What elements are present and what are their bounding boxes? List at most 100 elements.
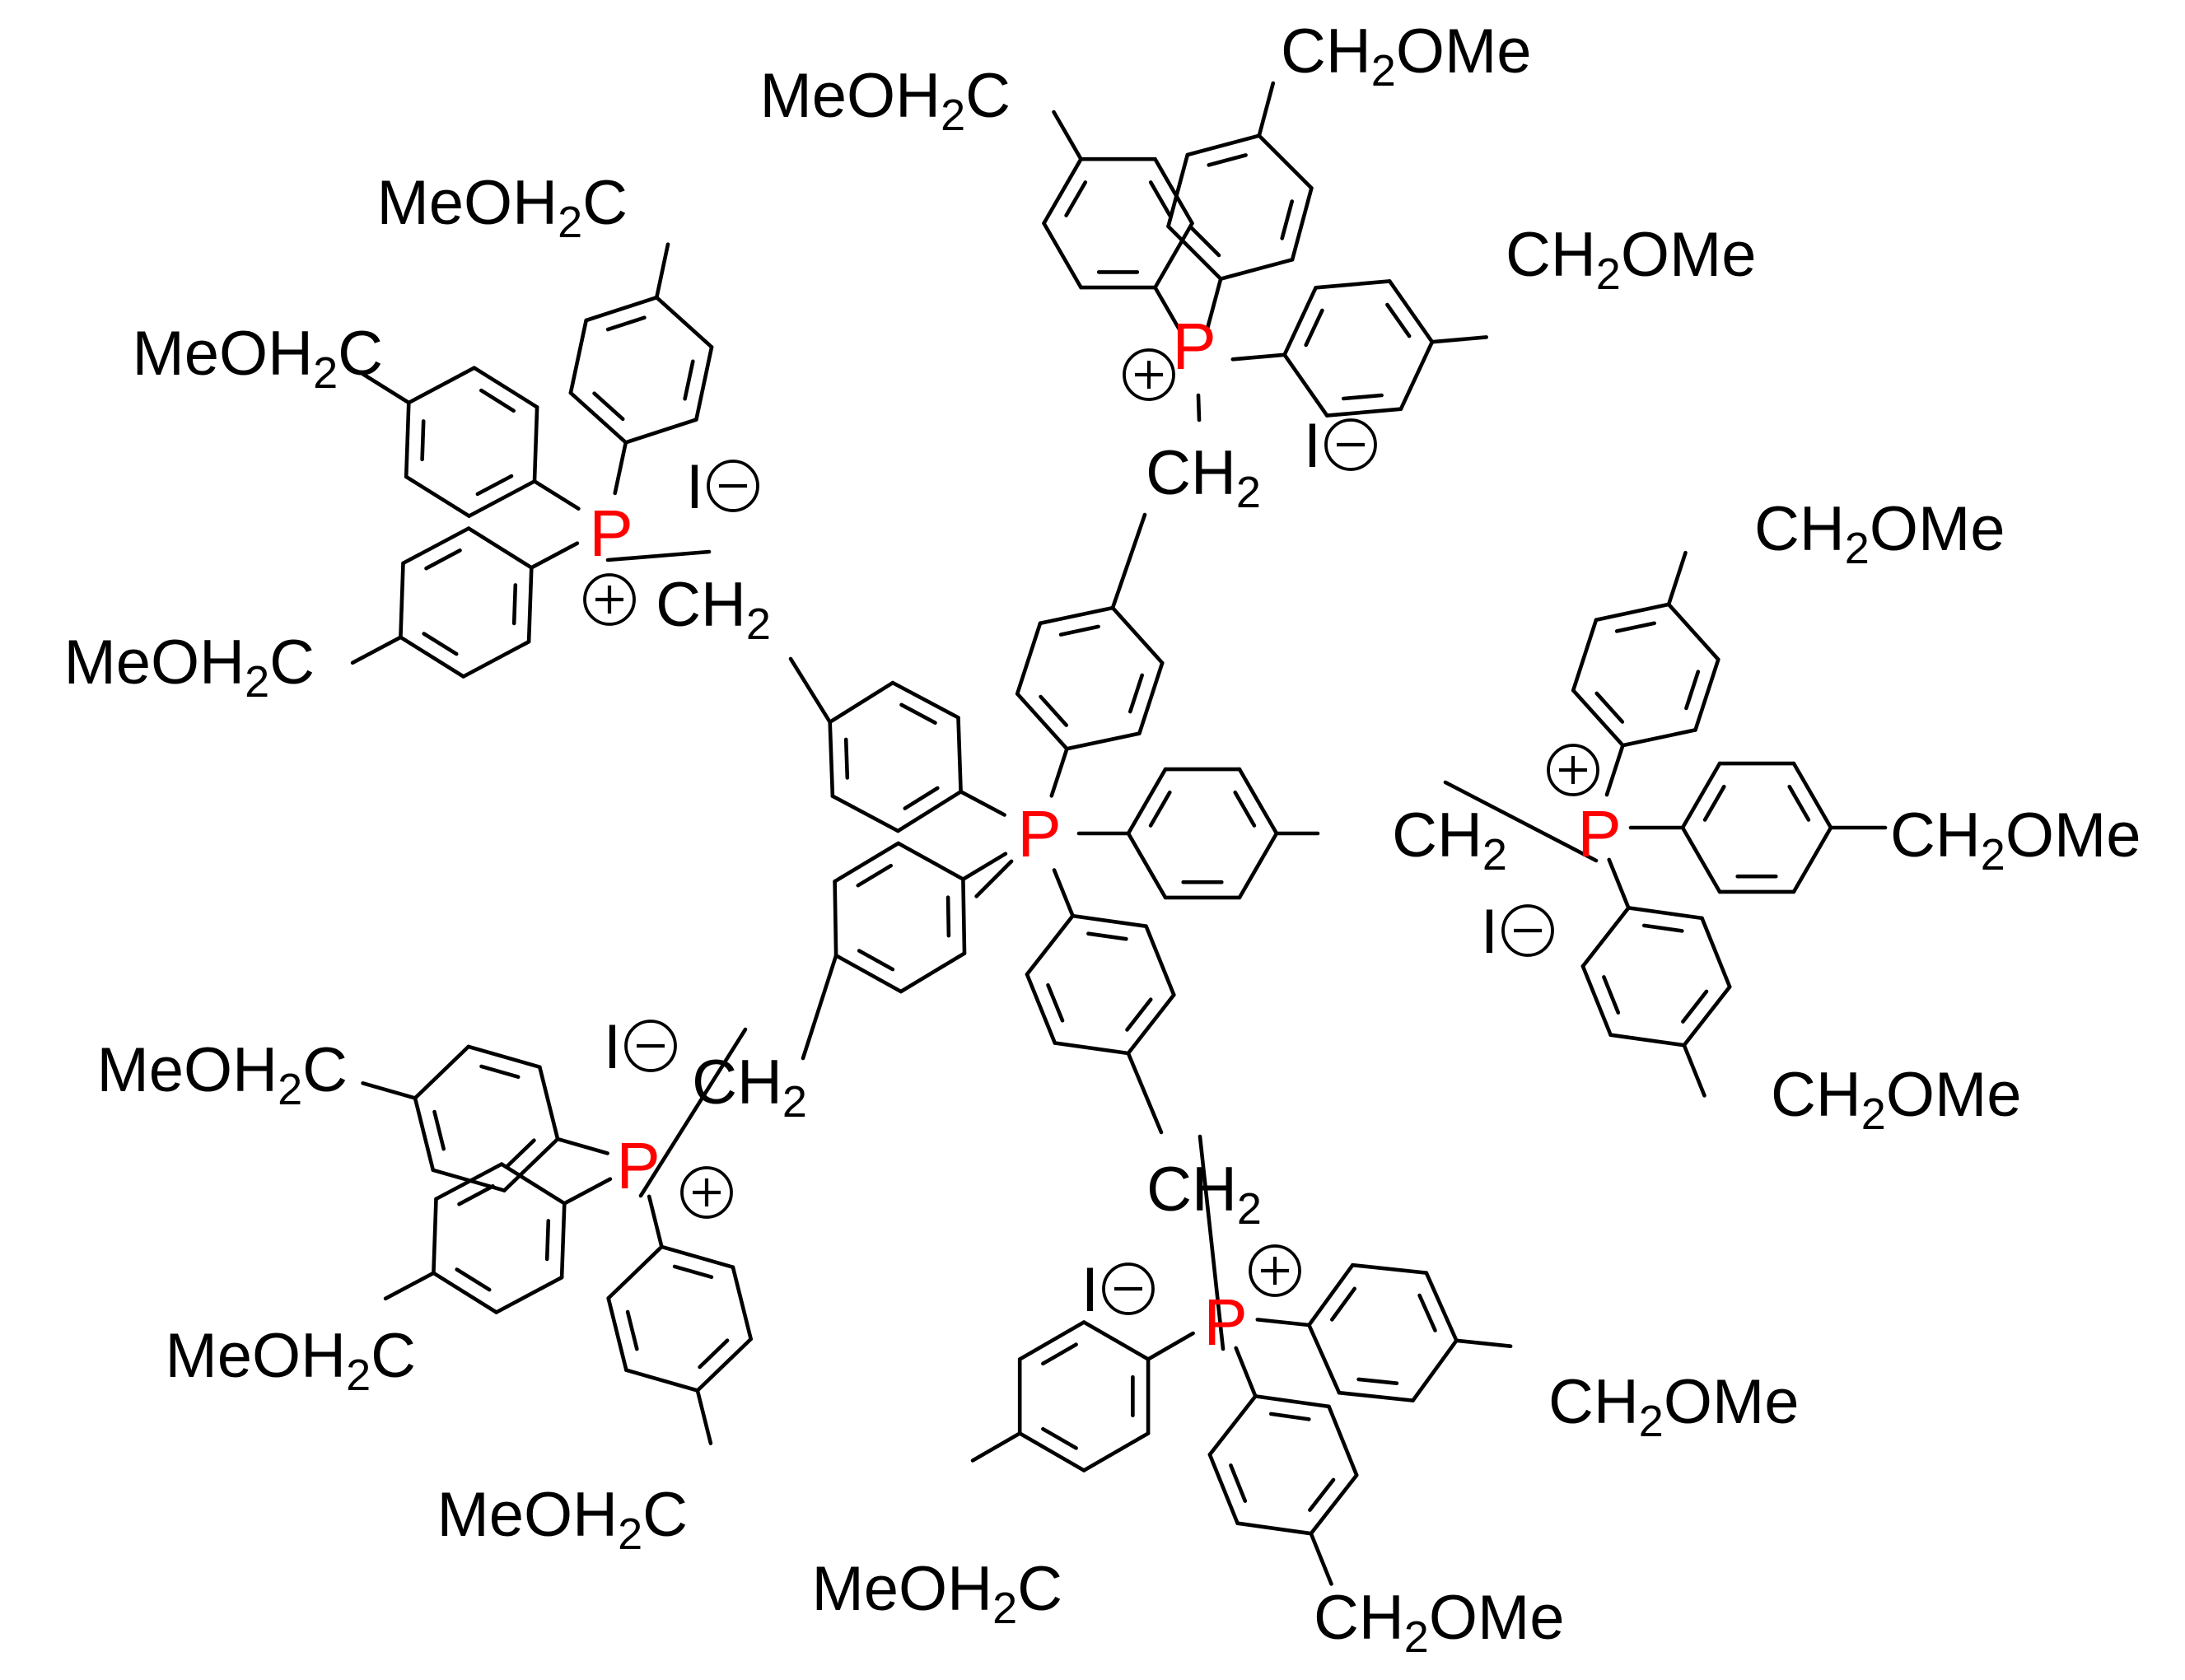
ring-bond [1126, 831, 1168, 900]
branch-3-arm-2-label: CH2OMe [1890, 800, 2141, 880]
ring-double-bond [1280, 199, 1294, 240]
ring-double-bond [945, 895, 951, 938]
ring-bond [1351, 1262, 1429, 1275]
p-aryl-bond [562, 1177, 613, 1206]
ring-double-bond [1356, 1377, 1399, 1385]
branch-2-positive-charge [583, 573, 636, 626]
ring-double-bond [903, 786, 940, 810]
ring-bond [695, 1337, 754, 1393]
ring-bond [1621, 728, 1697, 748]
ring-double-bond [479, 388, 516, 413]
ring-double-bond [457, 1184, 495, 1206]
ring-double-bond [1125, 997, 1153, 1032]
aryl-substituent-bond [1682, 1043, 1706, 1098]
methylene-p-bond [605, 549, 712, 562]
branch-4-arm-1-ring [413, 1044, 560, 1192]
branch-4-ch2-label: CH2 [692, 1048, 807, 1127]
branch-1-positive-charge [1123, 348, 1175, 401]
ring-bond [404, 474, 471, 518]
ring-bond [623, 418, 698, 445]
ring-bond [961, 877, 967, 955]
branch-1-iodide: I [1304, 411, 1377, 481]
ring-double-bond [592, 391, 625, 422]
ring-bond [1594, 602, 1671, 623]
branch-2-arm-2-label: MeOH2C [132, 319, 383, 398]
aryl-substituent-bond [1666, 550, 1688, 607]
branch-5-arm-1-label: CH2OMe [1548, 1367, 1800, 1446]
core-aryl-bond [974, 859, 1014, 898]
branch-1-arm-3-label: CH2OMe [1506, 220, 1757, 299]
branch-3-ch2-label: CH2 [1392, 800, 1507, 880]
ring-bond [1017, 1320, 1086, 1361]
ring-bond [660, 1244, 735, 1269]
ring-bond [828, 680, 895, 725]
ring-double-bond [1684, 670, 1701, 711]
aryl-substituent-bond [1454, 1338, 1513, 1348]
ring-bond [432, 1271, 499, 1314]
ring-bond [499, 1162, 567, 1206]
ring-bond [1110, 605, 1165, 665]
ring-bond [466, 1044, 542, 1069]
ring-double-bond [1207, 153, 1248, 167]
branch-4-arm-3-ring [606, 1244, 754, 1393]
ring-bond [833, 954, 903, 994]
iodine-symbol: I [604, 1012, 621, 1082]
ring-double-bond [424, 548, 462, 571]
branch-1-arm-1-ring [1042, 156, 1194, 290]
branch-4-inner-ring [833, 841, 967, 994]
ring-bond [1307, 1262, 1355, 1328]
methylene-p-bond [1443, 780, 1599, 863]
aryl-substituent-bond [361, 1081, 418, 1100]
ring-bond [828, 720, 835, 799]
ring-bond [1580, 906, 1631, 968]
branch-1-arm-2-label: CH2OMe [1281, 16, 1532, 96]
ring-methylene-bond [1110, 512, 1147, 610]
ring-double-bond [1148, 180, 1172, 217]
branch-1-phosphonium: P [1172, 310, 1216, 383]
ring-bond [406, 366, 477, 405]
ring-bond [1257, 133, 1314, 190]
ring-methylene-bond [801, 954, 838, 1061]
branch-3-inner-ring [1126, 767, 1279, 900]
ring-double-bond [1233, 790, 1257, 828]
branch-4-arm-1-label: MeOH2C [96, 1035, 348, 1114]
ring-double-bond [475, 474, 514, 497]
p-aryl-bond [532, 479, 581, 511]
branch-3-arm-1-label: CH2OMe [1754, 494, 2005, 573]
ring-double-bond [698, 1338, 730, 1370]
branch-3-arm-3-label: CH2OMe [1771, 1060, 2022, 1139]
aryl-substituent-bond [1430, 335, 1488, 344]
ring-double-bond [1058, 624, 1100, 637]
ring-bond [1282, 352, 1329, 418]
ring-bond [624, 1368, 700, 1393]
ring-bond [1290, 186, 1314, 262]
ring-double-bond [1304, 308, 1324, 348]
branch-3-arm-3-ring [1580, 906, 1732, 1048]
ring-bond [956, 716, 963, 794]
methylene-p-bond [1198, 1134, 1226, 1351]
methylene-p-bond [1196, 393, 1202, 422]
ring-bond [1144, 924, 1176, 997]
ring-bond [526, 565, 534, 644]
iodine-symbol: I [1481, 897, 1498, 967]
ring-bond [1337, 1390, 1415, 1402]
ring-double-bond [672, 1264, 714, 1279]
ring-bond [434, 1162, 504, 1202]
ring-bond [413, 1044, 471, 1100]
branch-2-arm-1-ring [568, 295, 714, 445]
ring-bond [467, 479, 537, 518]
ring-bond [694, 345, 714, 422]
ring-bond [1038, 605, 1115, 626]
ring-bond [568, 318, 589, 395]
ring-bond [568, 390, 628, 445]
ring-bond [1071, 913, 1148, 928]
ring-double-bond [1417, 1293, 1437, 1332]
ring-bond [1680, 825, 1722, 894]
ring-bond [1218, 257, 1295, 281]
ring-bond [830, 794, 900, 833]
bond-network [350, 81, 1888, 1586]
aryl-substituent-bond [1257, 81, 1276, 138]
ring-double-bond [856, 863, 893, 888]
branch-2-iodide: I [686, 452, 759, 522]
ring-double-bond [479, 1064, 521, 1079]
